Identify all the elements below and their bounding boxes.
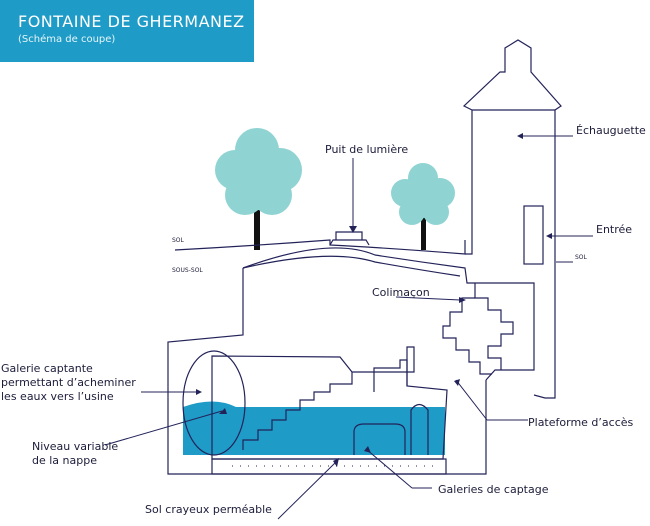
label-puit-de-lumiere: Puit de lumière bbox=[325, 143, 408, 156]
label-plateforme-acces: Plateforme d’accès bbox=[528, 416, 634, 429]
structure-outline bbox=[167, 39, 562, 475]
title-banner: FONTAINE DE GHERMANEZ (Schéma de coupe) bbox=[0, 0, 254, 62]
callout-lines bbox=[104, 135, 593, 520]
label-niveau-nappe: de la nappe bbox=[32, 454, 97, 467]
water-table bbox=[183, 401, 445, 455]
label-colimacon: Colimaçon bbox=[372, 286, 430, 299]
tree-right bbox=[391, 163, 455, 250]
label-galerie-captante-2: permettant d’acheminer bbox=[1, 376, 136, 389]
label-entree: Entrée bbox=[596, 223, 632, 236]
arrowheads bbox=[196, 133, 552, 467]
label-sol-right: SOL bbox=[575, 254, 588, 261]
label-sol-left: SOL bbox=[172, 237, 185, 244]
label-sol-crayeux: Sol crayeux perméable bbox=[145, 503, 272, 516]
label-galerie-captante-3: les eaux vers l’usine bbox=[1, 390, 114, 403]
diagram-subtitle: (Schéma de coupe) bbox=[18, 34, 116, 45]
label-galerie-captante: Galerie captante bbox=[1, 362, 93, 375]
label-echauguette: Échauguette bbox=[576, 124, 646, 137]
diagram-title: FONTAINE DE GHERMANEZ bbox=[18, 12, 245, 31]
label-galeries-de-captage: Galeries de captage bbox=[438, 483, 549, 496]
tree-left bbox=[215, 128, 302, 250]
label-niveau-variable: Niveau variable bbox=[32, 440, 118, 453]
label-sous-sol: SOUS-SOL bbox=[172, 267, 203, 274]
